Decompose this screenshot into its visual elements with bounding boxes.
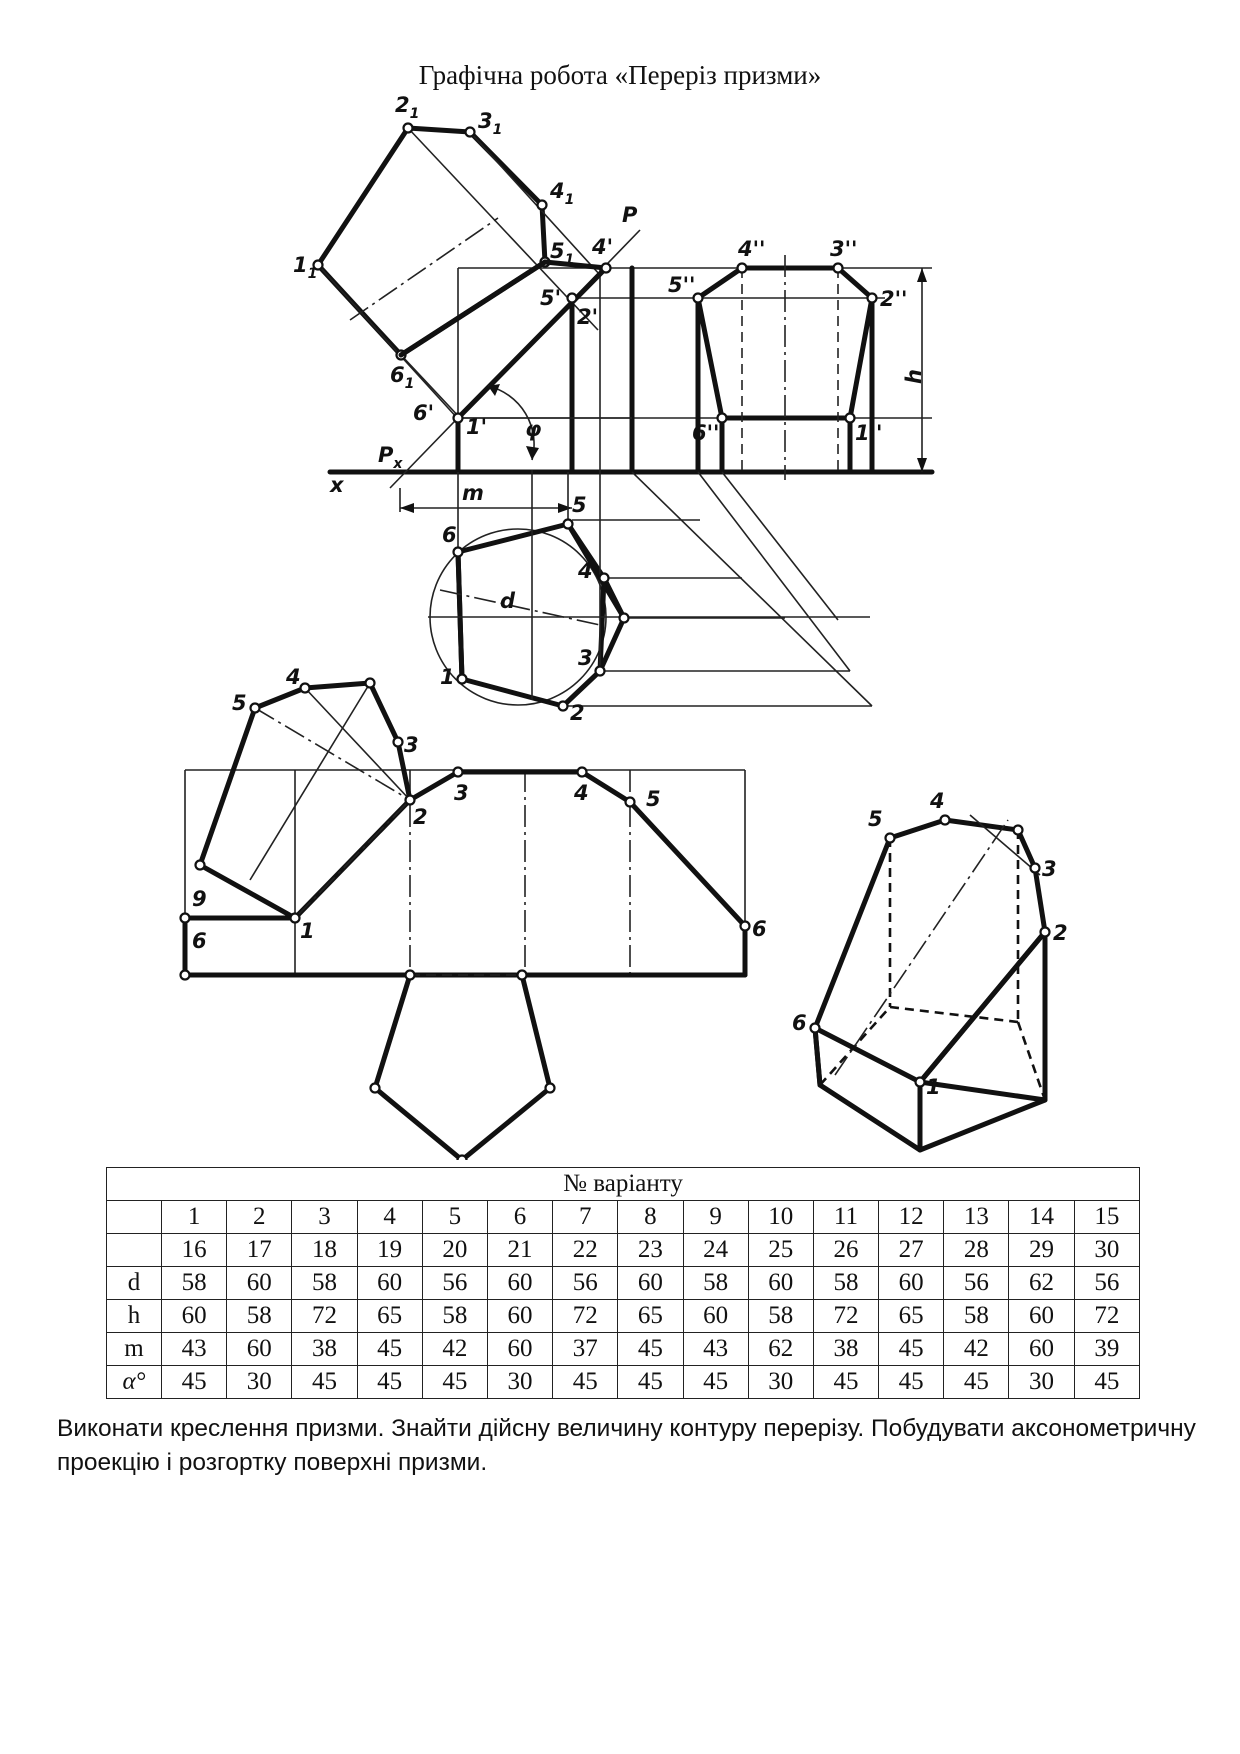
axis-x-label: x <box>329 473 345 497</box>
top-label-4: 4 <box>577 559 593 583</box>
front-label-6: 6' <box>413 401 434 425</box>
sec-label-6: 61 <box>390 363 414 392</box>
variants-header: № варіанту <box>106 1167 1140 1201</box>
axo-label-1: 1 <box>926 1075 941 1099</box>
axo-label-6: 6 <box>792 1011 807 1035</box>
param-row-m: m 43 60 38 45 42 60 37 45 43 62 38 45 42… <box>106 1332 1141 1366</box>
sec-label-3: 31 <box>478 109 502 138</box>
true-size-section: 11 21 31 41 51 61 <box>293 93 601 421</box>
variants-row-2: 16 17 18 19 20 21 22 23 24 25 26 27 28 2… <box>106 1233 1141 1267</box>
dev-label-2: 2 <box>413 805 428 829</box>
profile-projection: 5'' 4'' 3'' 2'' 6'' 1'' h <box>668 237 927 480</box>
plane-p-label: P <box>622 203 638 227</box>
frontal-projection: x P Px 6' 1' 2' 5' 4' φ m <box>327 203 935 513</box>
horizontal-projection: d 6 5 4 3 2 1 <box>428 470 873 725</box>
dev-face-label-3: 3 <box>404 733 419 757</box>
side-label-6: 6'' <box>692 421 719 445</box>
param-row-alpha: α° 45 30 45 45 45 30 45 45 45 30 45 45 4… <box>106 1365 1141 1399</box>
angle-phi-label: φ <box>525 417 541 441</box>
top-label-5: 5 <box>572 493 587 517</box>
dev-label-6b: 6 <box>192 929 207 953</box>
axo-label-5: 5 <box>868 807 883 831</box>
top-label-2: 2 <box>570 701 585 725</box>
sec-label-1: 11 <box>293 253 317 282</box>
top-label-3: 3 <box>578 646 593 670</box>
dev-label-1: 1 <box>300 919 315 943</box>
front-label-4: 4' <box>591 235 613 259</box>
dev-label-5: 5 <box>646 787 661 811</box>
dev-label-9: 9 <box>192 887 207 911</box>
side-label-2: 2'' <box>880 287 907 311</box>
sec-label-5: 51 <box>550 239 574 268</box>
side-label-5: 5'' <box>668 273 695 297</box>
dim-m-label: m <box>462 481 484 505</box>
dev-face-label-4: 4 <box>285 665 301 689</box>
top-label-1: 1 <box>440 665 455 689</box>
param-row-d: d 58 60 58 60 56 60 56 60 58 60 58 60 56… <box>106 1266 1141 1300</box>
dev-label-4: 4 <box>573 781 589 805</box>
surface-development: 1 2 3 4 5 6 9 6 5 4 3 <box>179 665 767 1160</box>
axo-label-4: 4 <box>929 789 945 813</box>
dev-label-6: 6 <box>752 917 767 941</box>
document-title: Графічна робота «Переріз призми» <box>418 60 822 90</box>
front-label-5: 5' <box>540 286 561 310</box>
task-description: Виконати креслення призми. Знайти дійсну… <box>57 1415 1196 1476</box>
front-label-1: 1' <box>466 415 487 439</box>
variants-row-1: 1 2 3 4 5 6 7 8 9 10 11 12 13 14 15 <box>106 1200 1141 1234</box>
variants-table: № варіанту 1 2 3 4 5 6 7 8 9 10 11 12 13… <box>106 1167 1141 1399</box>
plane-px-label: Px <box>378 443 403 472</box>
side-label-4: 4'' <box>737 237 765 261</box>
front-label-2: 2' <box>577 305 598 329</box>
axo-label-2: 2 <box>1053 921 1068 945</box>
dev-face-label-5: 5 <box>232 691 247 715</box>
dev-label-3: 3 <box>454 781 469 805</box>
axo-label-3: 3 <box>1042 857 1057 881</box>
side-label-3: 3'' <box>830 237 857 261</box>
param-row-h: h 60 58 72 65 58 60 72 65 60 58 72 65 58… <box>106 1299 1141 1333</box>
dim-d-label: d <box>500 589 516 613</box>
sec-label-2: 21 <box>395 93 419 122</box>
dim-h-label: h <box>902 369 926 384</box>
axonometric-view: 1 2 3 4 5 6 <box>792 789 1068 1153</box>
sec-label-4: 41 <box>549 179 574 208</box>
top-label-6: 6 <box>442 523 457 547</box>
side-label-1: 1'' <box>855 421 882 445</box>
prism-section-drawing: 11 21 31 41 51 61 x P Px 6' 1' 2' 5' 4 <box>179 93 1068 1160</box>
